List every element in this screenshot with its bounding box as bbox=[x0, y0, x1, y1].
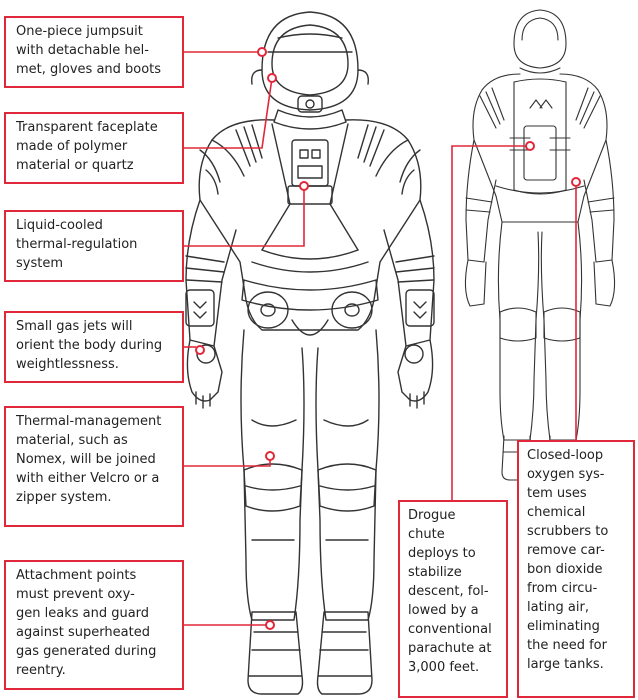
torso bbox=[198, 119, 422, 331]
callout-oxygen-system: Closed-loop oxygen sys- tem uses chemica… bbox=[517, 440, 635, 698]
left-leg bbox=[240, 329, 305, 621]
faceplate bbox=[271, 24, 349, 96]
right-leg bbox=[315, 329, 380, 621]
front-suit-figure bbox=[185, 11, 435, 695]
callout-jumpsuit: One-piece jumpsuit with detachable hel- … bbox=[4, 16, 184, 88]
callout-drogue-chute: Drogue chute deploys to stabilize descen… bbox=[398, 500, 508, 698]
callout-faceplate: Transparent faceplate made of polymer ma… bbox=[4, 112, 184, 184]
back-suit-figure bbox=[464, 9, 616, 481]
callout-thermal-regulation: Liquid-cooled thermal-regulation system bbox=[4, 210, 184, 282]
callout-gas-jets: Small gas jets will orient the body duri… bbox=[4, 311, 184, 383]
callout-attachment-points: Attachment points must prevent oxy- gen … bbox=[4, 560, 184, 690]
back-helmet bbox=[513, 9, 567, 69]
right-boot bbox=[316, 611, 373, 695]
backpack bbox=[513, 78, 567, 195]
right-arm bbox=[383, 199, 435, 347]
callout-thermal-material: Thermal-management material, such as Nom… bbox=[4, 406, 184, 527]
leader-dots bbox=[195, 47, 581, 630]
left-boot bbox=[247, 611, 304, 695]
right-glove bbox=[397, 339, 434, 402]
left-arm bbox=[185, 199, 237, 347]
